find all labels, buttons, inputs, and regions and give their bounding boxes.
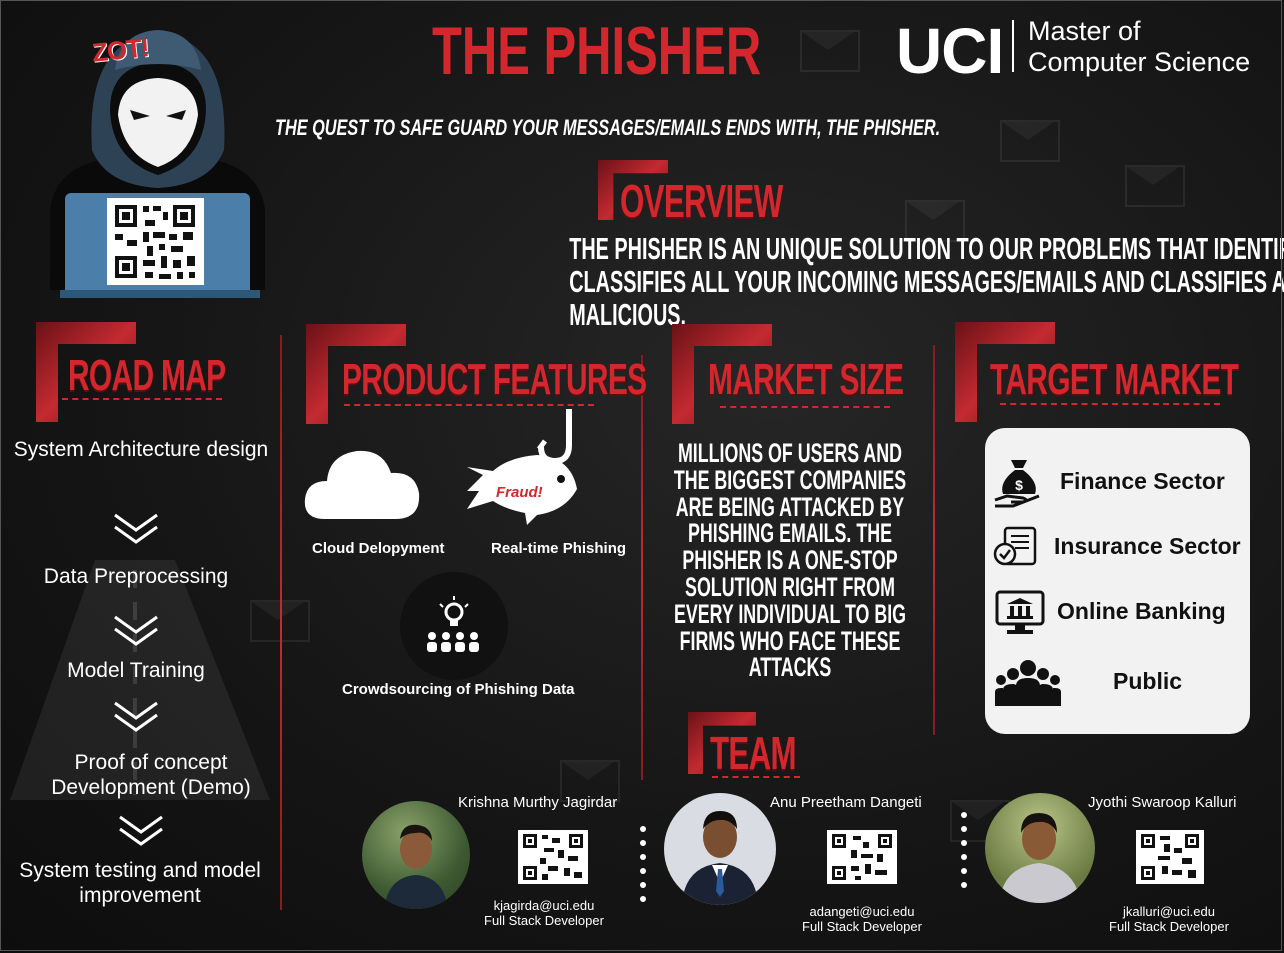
member-email[interactable]: kjagirda@uci.edu xyxy=(493,898,595,913)
envelope-decoration xyxy=(1000,120,1060,162)
avatar xyxy=(682,811,758,905)
target-heading: TARGET MARKET xyxy=(990,355,1239,404)
crowd-idea-icon xyxy=(400,572,508,680)
member-role: Full Stack Developer xyxy=(484,913,604,928)
feature-label: Crowdsourcing of Phishing Data xyxy=(342,681,575,698)
insurance-document-icon xyxy=(993,526,1037,566)
target-market-item: Finance Sector xyxy=(1060,468,1225,494)
team-heading: TEAM xyxy=(710,727,797,779)
svg-text:$: $ xyxy=(1015,477,1023,493)
uci-logo: UCI xyxy=(896,15,1004,87)
heading-underline xyxy=(712,776,800,778)
target-market-item: Public xyxy=(1113,668,1183,694)
qr-code-icon xyxy=(1136,830,1204,884)
roadmap-step: Model Training xyxy=(67,659,205,682)
member-role: Full Stack Developer xyxy=(802,919,922,934)
column-divider xyxy=(280,335,282,910)
envelope-decoration xyxy=(905,200,965,242)
program-name: Master of Computer Science xyxy=(1028,16,1251,77)
chevron-down-icon xyxy=(114,701,158,732)
feature-label: Cloud Delopyment xyxy=(312,540,445,557)
cloud-icon xyxy=(304,450,420,519)
overview-heading: OVERVIEW xyxy=(620,175,783,227)
roadmap-step: System testing and model improvement xyxy=(19,859,261,907)
member-separator xyxy=(640,826,646,910)
money-bag-icon: $ xyxy=(994,460,1040,508)
qr-code-icon xyxy=(107,198,204,285)
column-divider xyxy=(933,345,935,735)
features-heading: PRODUCT FEATURES xyxy=(342,355,647,404)
market-heading: MARKET SIZE xyxy=(708,355,904,404)
overview-text: THE PHISHER IS AN UNIQUE SOLUTION TO OUR… xyxy=(569,231,1284,332)
qr-code-icon xyxy=(518,830,588,884)
column-divider xyxy=(641,355,643,780)
member-email[interactable]: adangeti@uci.edu xyxy=(809,904,915,919)
avatar xyxy=(999,813,1081,903)
page-title: THE PHISHER xyxy=(432,13,762,89)
target-market-item: Insurance Sector xyxy=(1054,533,1241,559)
roadmap-step: Proof of concept Development (Demo) xyxy=(51,751,251,799)
member-name: Krishna Murthy Jagirdar xyxy=(458,794,618,811)
online-bank-icon xyxy=(995,590,1045,634)
qr-code-icon xyxy=(827,830,897,884)
people-group-icon xyxy=(995,660,1061,706)
member-separator xyxy=(961,812,967,896)
feature-label: Real-time Phishing xyxy=(491,540,627,557)
envelope-decoration xyxy=(800,30,860,72)
member-name: Jyothi Swaroop Kalluri xyxy=(1088,794,1237,811)
chevron-down-icon xyxy=(119,815,163,846)
road-decoration xyxy=(10,560,270,800)
heading-underline xyxy=(720,406,890,408)
chevron-down-icon xyxy=(114,513,158,544)
envelope-decoration xyxy=(560,760,620,802)
roadmap-heading: ROAD MAP xyxy=(68,351,226,400)
fraud-label: Fraud! xyxy=(496,484,543,501)
roadmap-step: System Architecture design xyxy=(13,438,269,461)
logo-divider xyxy=(1012,20,1014,72)
market-text: MILLIONS OF USERS AND THE BIGGEST COMPAN… xyxy=(673,438,907,683)
tagline: THE QUEST TO SAFE GUARD YOUR MESSAGES/EM… xyxy=(275,115,941,140)
heading-underline xyxy=(62,398,222,400)
roadmap-step: Data Preprocessing xyxy=(43,565,229,588)
member-photo xyxy=(985,793,1095,903)
target-market-item: Online Banking xyxy=(1057,598,1226,624)
target-market-card: $ Finance Sector Insurance Sector Online… xyxy=(985,428,1250,734)
heading-underline xyxy=(344,404,594,406)
heading-underline xyxy=(1000,403,1220,405)
member-role: Full Stack Developer xyxy=(1109,919,1229,934)
member-photo xyxy=(362,801,470,909)
avatar xyxy=(384,824,448,909)
member-photo xyxy=(664,793,776,905)
envelope-decoration xyxy=(1125,165,1185,207)
member-name: Anu Preetham Dangeti xyxy=(770,794,922,811)
fish-hook-icon xyxy=(467,409,577,525)
member-email[interactable]: jkalluri@uci.edu xyxy=(1123,904,1215,919)
chevron-down-icon xyxy=(114,615,158,646)
